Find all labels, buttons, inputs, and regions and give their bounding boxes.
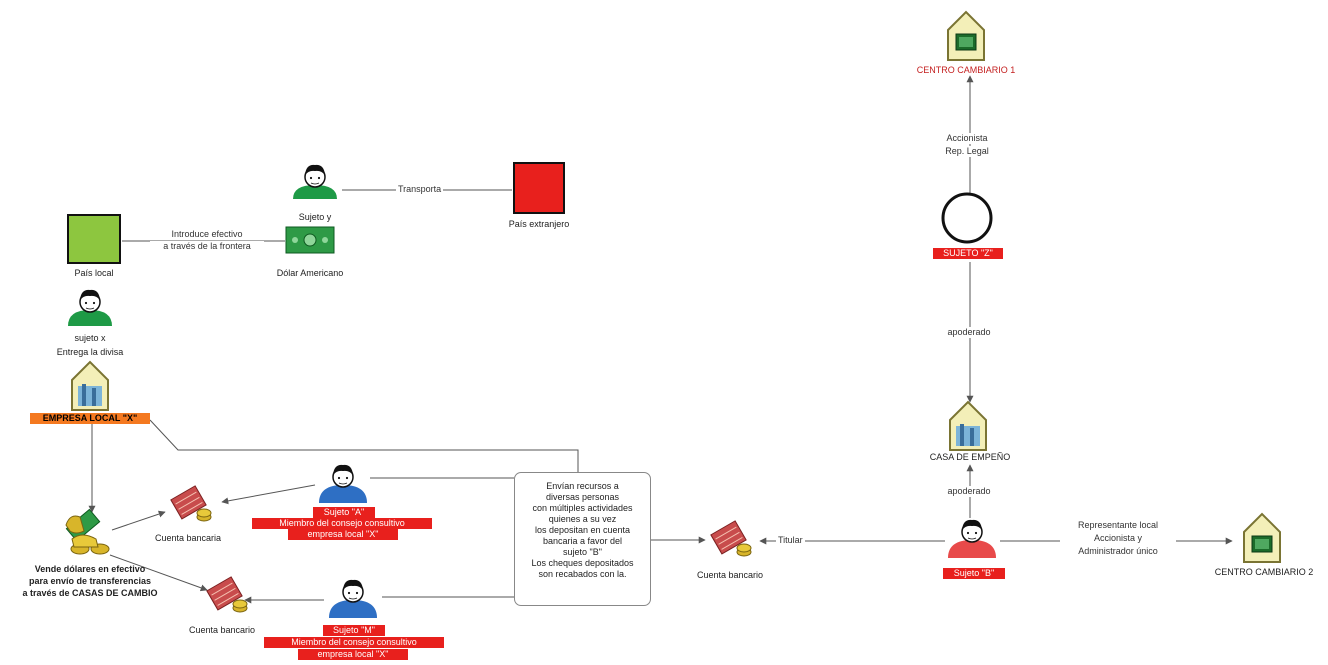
green-square-icon — [67, 214, 121, 264]
note-box: Envían recursos a diversas personas con … — [514, 472, 651, 606]
label-casa-empeno: CASA DE EMPEÑO — [929, 452, 1011, 462]
label-pais-extranjero: País extranjero — [508, 219, 570, 229]
edge-label-accionista-2: Rep. Legal — [935, 146, 999, 157]
label-sujeto-a-name: Sujeto "A" — [313, 507, 375, 518]
money-icon — [285, 226, 335, 254]
edge-label-introduce-1: Introduce efectivo — [150, 229, 264, 240]
label-vende-2: para envío de transferencias — [28, 576, 152, 586]
edge-label-representante-1: Representante local — [1060, 520, 1176, 531]
edge-label-representante-3: Administrador único — [1060, 546, 1176, 557]
money-hand-icon — [65, 508, 110, 555]
bank-account-icon — [170, 485, 212, 522]
building-icon — [71, 361, 109, 411]
person-icon — [948, 519, 996, 558]
label-sujeto-m-desc1: Miembro del consejo consultivo — [264, 637, 444, 648]
edge-label-apoderado-1: apoderado — [937, 327, 1001, 338]
label-sujeto-x: sujeto x — [74, 333, 106, 343]
edge-label-apoderado-2: apoderado — [937, 486, 1001, 497]
edge-vende-cuenta1 — [111, 510, 166, 531]
person-icon — [68, 289, 112, 326]
person-icon — [329, 579, 377, 618]
label-sujeto-y: Sujeto y — [298, 212, 332, 222]
label-sujeto-m-desc2: empresa local "X" — [298, 649, 408, 660]
edge-vende-cuenta2 — [109, 554, 208, 592]
red-square-icon — [513, 162, 565, 214]
label-vende-3: a través de CASAS DE CAMBIO — [22, 588, 158, 598]
bank-account-icon — [710, 520, 752, 557]
edge-label-titular: Titular — [776, 535, 805, 546]
building-icon — [1243, 513, 1281, 563]
label-pais-local: País local — [74, 268, 114, 278]
person-icon — [319, 464, 367, 503]
label-dolar: Dólar Americano — [276, 268, 344, 278]
person-icon — [293, 164, 337, 199]
label-cuenta-bancaria-1: Cuenta bancaria — [154, 533, 222, 543]
label-empresa-local: EMPRESA LOCAL "X" — [30, 413, 150, 424]
label-centro-cambiario-2: CENTRO CAMBIARIO 2 — [1214, 567, 1314, 577]
label-cuenta-bancario-2: Cuenta bancario — [188, 625, 256, 635]
edge-label-representante-2: Accionista y — [1060, 533, 1176, 544]
building-icon — [949, 401, 987, 451]
edge-empresa-note — [149, 419, 579, 472]
label-centro-cambiario-1: CENTRO CAMBIARIO 1 — [916, 65, 1016, 75]
label-sujeto-m-name: Sujeto "M" — [323, 625, 385, 636]
edge-label-accionista-1: Accionista — [935, 133, 999, 144]
label-entrega-divisa: Entrega la divisa — [56, 347, 124, 357]
edge-sujetoA-cuenta1 — [221, 484, 316, 505]
edge-label-introduce-2: a través de la frontera — [150, 241, 264, 252]
label-sujeto-a-desc1: Miembro del consejo consultivo — [252, 518, 432, 529]
label-sujeto-a-desc2: empresa local "X" — [288, 529, 398, 540]
label-vende-1: Vende dólares en efectivo — [34, 564, 146, 574]
label-sujeto-b: Sujeto "B" — [943, 568, 1005, 579]
label-cuenta-bancario-3: Cuenta bancario — [696, 570, 764, 580]
building-icon — [947, 11, 985, 61]
bank-account-icon — [206, 576, 248, 613]
label-sujeto-z: SUJETO "Z" — [933, 248, 1003, 259]
edge-label-transporta: Transporta — [396, 184, 444, 195]
circle-icon — [941, 192, 993, 244]
